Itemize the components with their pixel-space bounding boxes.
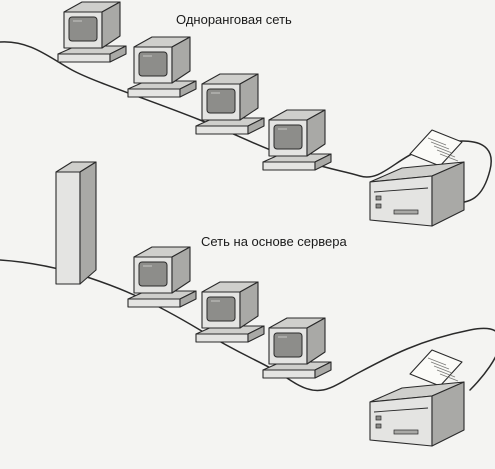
peer-printer bbox=[369, 129, 465, 227]
server-workstation-1 bbox=[127, 246, 197, 308]
server-based-title: Сеть на основе сервера bbox=[201, 234, 347, 249]
peer-to-peer-title: Одноранговая сеть bbox=[176, 12, 292, 27]
server-workstation-3 bbox=[262, 317, 332, 379]
file-server bbox=[55, 161, 97, 285]
peer-workstation-1 bbox=[57, 1, 127, 63]
server-printer bbox=[369, 349, 465, 447]
peer-workstation-3 bbox=[195, 73, 265, 135]
peer-workstation-4 bbox=[262, 109, 332, 171]
peer-to-peer-cable bbox=[0, 41, 492, 207]
peer-workstation-2 bbox=[127, 36, 197, 98]
server-network-cable bbox=[0, 259, 495, 392]
server-workstation-2 bbox=[195, 281, 265, 343]
